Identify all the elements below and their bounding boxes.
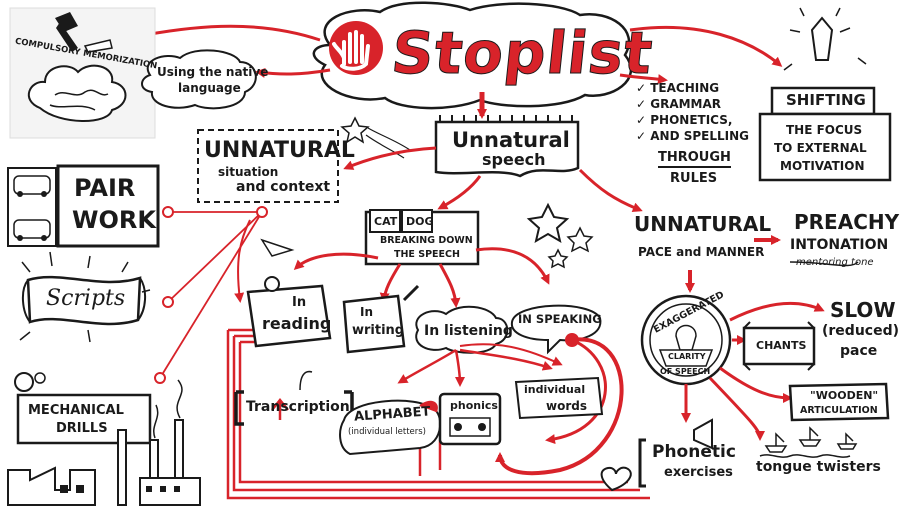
title-cloud [312, 1, 633, 110]
heart-doodle [600, 466, 632, 492]
in-writing-line1: In [360, 305, 374, 319]
pair-work-box [56, 164, 160, 248]
breaking-line2: THE SPEECH [394, 249, 460, 260]
wooden-line2: ARTICULATION [800, 405, 878, 416]
slow-line2: (reduced) [822, 323, 899, 339]
wooden-board [788, 382, 890, 422]
preachy-sub: mentoring tone [796, 257, 874, 268]
factory-illustration [7, 379, 201, 506]
central-line2: speech [482, 150, 546, 169]
brain-hammer-illustration [9, 7, 156, 139]
preachy-line2: INTONATION [790, 237, 889, 253]
native-language-cloud [141, 49, 257, 110]
unnatural-situation-box [197, 129, 339, 203]
slow-line1: SLOW [830, 298, 896, 322]
pair-work-line2: WORK [72, 206, 156, 234]
card-dog: DOG [406, 215, 434, 228]
card-cat: CAT [374, 215, 398, 228]
parking-illustration [7, 167, 57, 247]
star-doodle-large [526, 202, 570, 244]
central-notepad [434, 115, 580, 178]
breaking-speech-cards [364, 209, 480, 266]
in-writing-note [342, 294, 406, 354]
mechanical-line1: MECHANICAL [28, 403, 124, 418]
native-language-line2: language [178, 81, 241, 95]
unnatural-situation-title: UNNATURAL [204, 138, 355, 163]
shifting-line2: TO EXTERNAL [774, 141, 867, 155]
phonics-cassette [438, 392, 502, 446]
in-reading-note [246, 276, 332, 348]
exaggerated-mid: CLARITY [668, 352, 706, 361]
unnatural-pace-line1: UNNATURAL [634, 212, 772, 236]
breaking-line1: BREAKING DOWN [380, 235, 473, 246]
exaggerated-medallion [640, 294, 732, 386]
rules-item: ✓ TEACHING [636, 81, 720, 95]
individual-words-line2: words [546, 399, 587, 413]
rules-item: ✓ PHONETICS, [636, 113, 733, 127]
wooden-line1: "WOODEN" [810, 389, 879, 402]
in-reading-line2: reading [262, 314, 332, 333]
phonetic-line1: Phonetic [652, 442, 736, 462]
unnatural-pace-line2: PACE and MANNER [638, 245, 765, 259]
transcription-label: Transcription [246, 399, 350, 415]
page-title: Stoplist [388, 19, 657, 88]
in-listening-cloud [415, 305, 509, 354]
shifting-sign [758, 7, 892, 182]
shifting-title: SHIFTING [786, 91, 866, 109]
shifting-line3: MOTIVATION [780, 159, 865, 173]
rules-rules: RULES [670, 171, 718, 186]
in-listening-label: In listening [424, 323, 513, 339]
individual-words-line1: individual [524, 383, 586, 396]
scripts-label: Scripts [46, 286, 126, 311]
in-writing-line2: writing [352, 323, 405, 338]
exaggerated-bottom: OF SPEECH [660, 367, 711, 376]
shifting-line1: THE FOCUS [786, 123, 863, 137]
star-doodle [340, 116, 370, 144]
rules-list: ✓ TEACHING ✓ GRAMMAR ✓ PHONETICS, ✓ AND … [636, 82, 760, 185]
pin-connectors [159, 211, 263, 379]
in-reading-line1: In [292, 295, 307, 310]
red-frame-lines [226, 330, 650, 500]
mechanical-drills-plaque [14, 372, 152, 445]
alphabet-sub: (individual letters) [348, 427, 426, 437]
tongue-twisters-label: tongue twisters [756, 459, 881, 475]
chants-label: CHANTS [756, 339, 807, 352]
in-speaking-label: IN SPEAKING [518, 312, 602, 326]
unnatural-situation-line3: and context [236, 179, 331, 195]
individual-words-card [514, 376, 604, 420]
in-speaking-bubble [510, 304, 602, 355]
preachy-line1: PREACHY [794, 210, 900, 234]
unnatural-situation-line2: situation [218, 165, 279, 179]
transcription-tag [234, 370, 354, 426]
pair-work-line1: PAIR [74, 174, 136, 202]
rules-through: THROUGH [658, 151, 731, 168]
boats-doodle [759, 426, 858, 458]
phonetic-line2: exercises [664, 465, 733, 480]
phonics-label: phonics [450, 399, 498, 412]
rules-item: ✓ GRAMMAR [636, 97, 722, 111]
mechanical-line2: DRILLS [56, 421, 108, 436]
chants-accordion [742, 321, 816, 371]
megaphone-icon [693, 418, 713, 450]
paper-plane-doodle [260, 238, 295, 257]
central-line1: Unnatural [452, 128, 570, 152]
rules-item: ✓ AND SPELLING [636, 129, 749, 143]
native-language-line1: Using the native [157, 65, 269, 79]
slow-line3: pace [840, 343, 878, 359]
